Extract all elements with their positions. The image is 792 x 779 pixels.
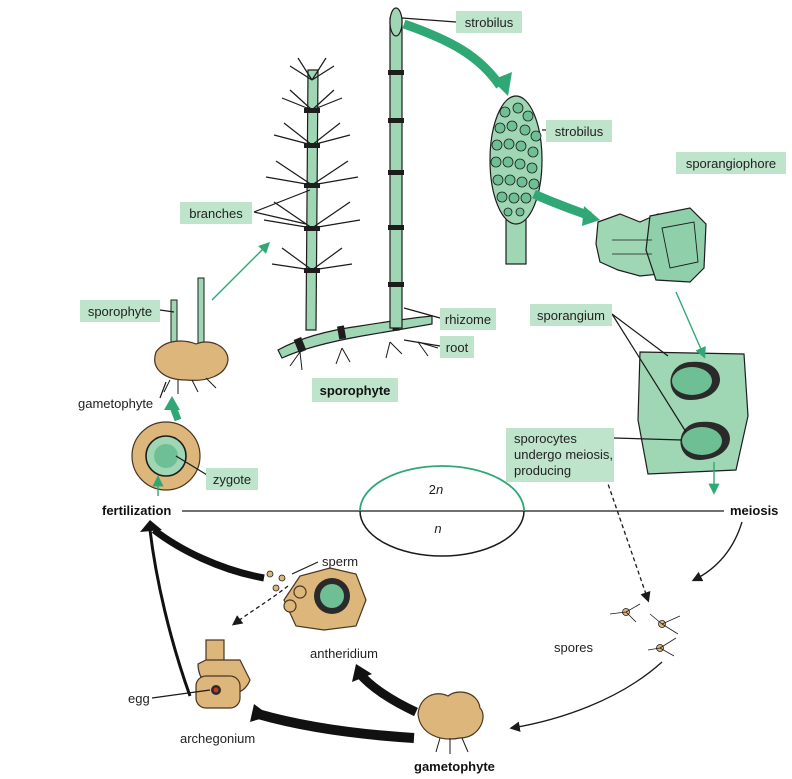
label-gametophyte-small: gametophyte xyxy=(78,396,153,411)
svg-text:strobilus: strobilus xyxy=(555,124,604,139)
svg-text:zygote: zygote xyxy=(213,472,251,487)
antheridium-illustration xyxy=(266,567,367,631)
vegetative-stem xyxy=(305,69,319,331)
strobilus-zoom-arrow xyxy=(402,19,504,89)
svg-text:branches: branches xyxy=(189,206,243,221)
label-meiosis: meiosis xyxy=(730,503,778,518)
sporangiophore-zoom-arrow xyxy=(532,189,592,221)
sporocytes-to-spores-arrow xyxy=(605,477,651,603)
svg-text:producing: producing xyxy=(514,463,571,478)
svg-text:sporocytes: sporocytes xyxy=(514,431,577,446)
young-to-mature-arrow xyxy=(211,242,270,301)
strobilus-enlarged xyxy=(489,95,543,265)
label-egg: egg xyxy=(128,691,150,706)
label-rhizome: rhizome xyxy=(440,308,496,330)
label-branches: branches xyxy=(180,202,252,224)
sporangiophore-illustration xyxy=(595,207,707,283)
sporophyte-plant xyxy=(263,7,439,371)
spores-to-gametophyte-arrow xyxy=(509,661,663,732)
label-strobilus-top: strobilus xyxy=(456,11,522,33)
haploid-arc xyxy=(359,510,525,557)
svg-text:rhizome: rhizome xyxy=(445,312,491,327)
label-sporophyte-main: sporophyte xyxy=(312,378,398,402)
antheridium-to-fertilization-arrow xyxy=(151,527,265,582)
meiosis-to-spores-arrow xyxy=(691,521,743,582)
label-gametophyte-main: gametophyte xyxy=(414,759,495,774)
gametophyte-to-archegonium-arrow xyxy=(256,709,415,743)
label-archegonium: archegonium xyxy=(180,731,255,746)
svg-text:root: root xyxy=(446,340,469,355)
svg-text:undergo meiosis,: undergo meiosis, xyxy=(514,447,613,462)
young-sporophyte-illustration xyxy=(154,277,229,394)
archegonium-illustration xyxy=(195,639,251,709)
label-antheridium: antheridium xyxy=(310,646,378,661)
archegonium-to-fertilization-arrow xyxy=(148,529,192,697)
label-zygote: zygote xyxy=(206,468,258,490)
svg-text:sporangium: sporangium xyxy=(537,308,605,323)
label-root: root xyxy=(440,336,474,358)
label-sporocytes: sporocytes undergo meiosis, producing xyxy=(506,428,614,482)
label-sporangiophore: sporangiophore xyxy=(676,152,786,174)
gametophyte-to-antheridium-arrow xyxy=(356,671,418,717)
label-strobilus-mid: strobilus xyxy=(546,120,612,142)
svg-text:sporophyte: sporophyte xyxy=(320,383,391,398)
black-arrows xyxy=(140,477,743,743)
svg-text:sporophyte: sporophyte xyxy=(88,304,152,319)
ploidy-2n-label: 2n xyxy=(429,482,443,497)
green-arrows xyxy=(152,19,720,496)
branch-whorls xyxy=(263,57,361,271)
label-sporophyte-small: sporophyte xyxy=(80,300,160,322)
ploidy-n-label: n xyxy=(434,521,441,536)
label-sporangium: sporangium xyxy=(530,304,612,326)
gametophyte-illustration xyxy=(417,691,484,754)
diploid-arc xyxy=(359,465,525,512)
sperm-swim-arrow xyxy=(231,585,289,626)
label-fertilization: fertilization xyxy=(102,503,171,518)
spores-illustration xyxy=(609,603,681,657)
svg-text:strobilus: strobilus xyxy=(465,15,514,30)
top-strobilus-shape xyxy=(389,7,403,37)
ploidy-divider xyxy=(182,465,724,557)
sporangium-illustration xyxy=(637,351,749,475)
zygote-illustration xyxy=(131,421,201,491)
leader-lines xyxy=(151,17,687,699)
label-spores: spores xyxy=(554,640,594,655)
label-sperm: sperm xyxy=(322,554,358,569)
sporangium-zoom-arrow xyxy=(675,291,706,359)
svg-text:sporangiophore: sporangiophore xyxy=(686,156,776,171)
